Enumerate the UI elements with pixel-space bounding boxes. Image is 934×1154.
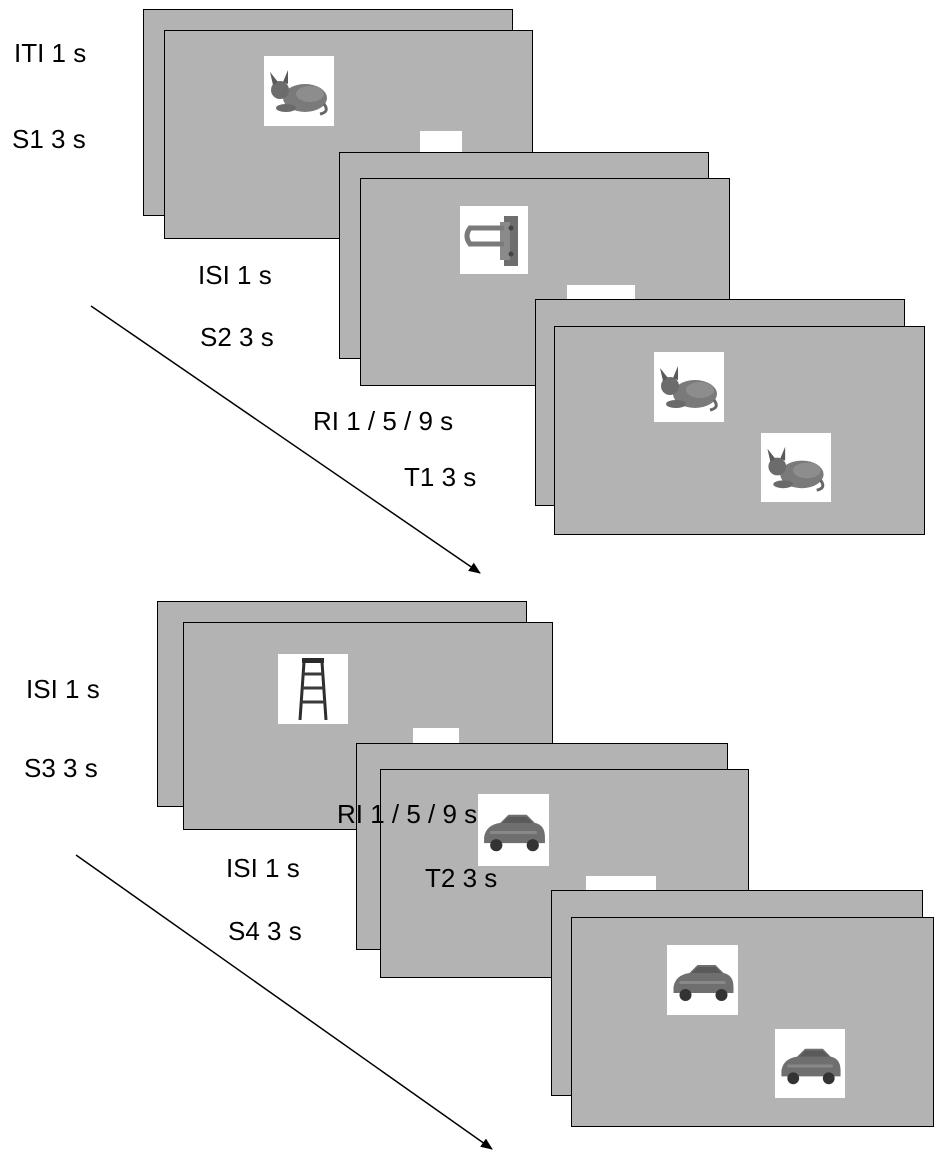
cat-icon <box>660 366 718 412</box>
lock-stimulus-image <box>460 206 528 274</box>
car-stimulus-image <box>775 1029 845 1098</box>
screen-front <box>360 178 730 386</box>
label-isi: ISI 1 s <box>26 674 100 704</box>
cat-icon <box>270 70 328 116</box>
label-isi: ISI 1 s <box>198 260 272 290</box>
time-arrow <box>75 854 493 1150</box>
label-iti: ITI 1 s <box>14 38 87 68</box>
cat-icon <box>767 446 825 492</box>
lock-icon <box>464 216 518 266</box>
label-s2: S2 3 s <box>200 322 274 352</box>
label-s1: S1 3 s <box>12 124 86 154</box>
car-icon <box>673 965 734 1001</box>
cat-stimulus-image <box>264 56 334 126</box>
label-s3: S3 3 s <box>24 753 98 783</box>
car-stimulus-image <box>667 945 738 1015</box>
car-icon <box>781 1048 841 1085</box>
label-t2: T2 3 s <box>425 863 498 893</box>
partial-stimulus <box>420 131 462 153</box>
label-isi: ISI 1 s <box>226 853 300 883</box>
screen-front <box>554 326 925 535</box>
label-ri: RI 1 / 5 / 9 s <box>313 406 454 436</box>
ladder-stimulus-image <box>278 654 348 724</box>
label-ri: RI 1 / 5 / 9 s <box>337 799 478 829</box>
ladder-icon <box>298 658 328 721</box>
time-arrow <box>90 305 481 574</box>
cat-stimulus-image <box>761 433 831 502</box>
label-s4: S4 3 s <box>228 916 302 946</box>
car-icon <box>484 814 545 852</box>
cat-stimulus-image <box>654 352 724 422</box>
car-stimulus-image <box>478 794 549 866</box>
screen-front <box>571 917 934 1127</box>
label-t1: T1 3 s <box>404 462 477 492</box>
